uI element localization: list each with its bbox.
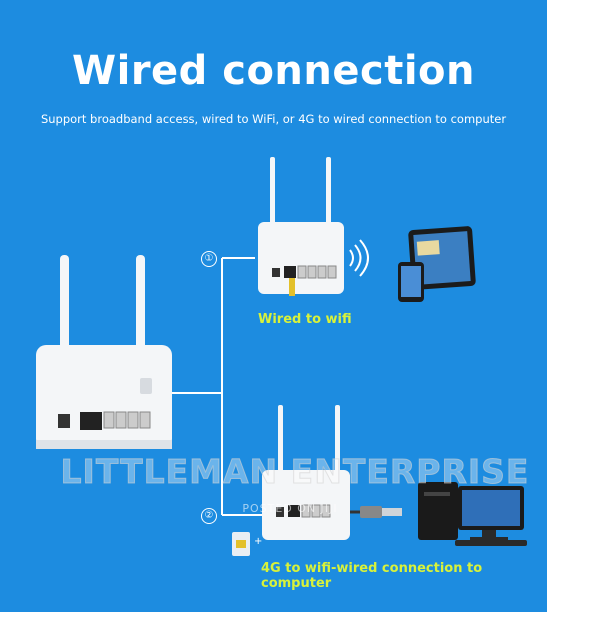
step-one-badge: ① xyxy=(201,251,217,267)
bottom-margin xyxy=(0,612,600,639)
watermark-subtext: POSTED ON JIJI xyxy=(242,502,338,515)
desktop-computer xyxy=(418,482,527,546)
main-router xyxy=(36,255,172,449)
blue-background: Wired connection Support broadband acces… xyxy=(0,0,547,612)
right-margin xyxy=(547,0,600,639)
step-two-badge: ② xyxy=(201,508,217,524)
tablet-and-phone xyxy=(398,226,476,302)
illustration: + xyxy=(36,157,527,556)
wifi-router-bottom xyxy=(262,405,350,540)
wifi-signal-icon xyxy=(349,239,369,277)
page-subtitle: Support broadband access, wired to WiFi,… xyxy=(40,112,507,126)
watermark-text: LITTLEMAN ENTERPRISE xyxy=(60,452,530,492)
label-4g-to-computer: 4G to wifi-wired connection to computer xyxy=(261,561,483,591)
sim-card-icon: + xyxy=(232,532,262,556)
ethernet-plug-icon xyxy=(360,506,402,518)
label-wired-to-wifi: Wired to wifi xyxy=(258,312,352,327)
page-title: Wired connection xyxy=(71,48,476,94)
wifi-router-top xyxy=(258,157,344,296)
svg-text:+: + xyxy=(254,536,262,547)
